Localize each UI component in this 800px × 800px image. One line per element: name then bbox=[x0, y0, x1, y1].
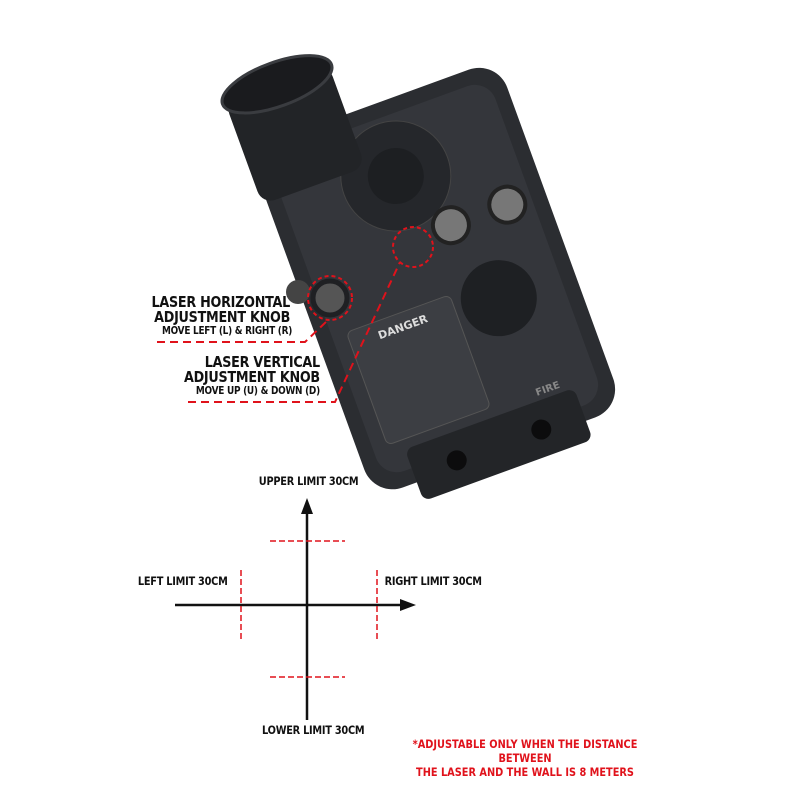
adjust-screw-1 bbox=[430, 205, 471, 246]
danger-label bbox=[347, 295, 490, 444]
vertical-callout-line bbox=[188, 261, 401, 403]
right-arrow-icon bbox=[400, 599, 416, 611]
horizontal-knob bbox=[286, 280, 310, 304]
upper-limit-label: UPPER LIMIT 30CM bbox=[258, 474, 359, 488]
lower-limit-label: LOWER LIMIT 30CM bbox=[262, 723, 365, 737]
distance-note: *ADJUSTABLE ONLY WHEN THE DISTANCE BETWE… bbox=[412, 737, 638, 779]
right-limit-label: RIGHT LIMIT 30CM bbox=[384, 574, 482, 588]
horizontal-callout-line bbox=[157, 319, 329, 343]
vertical-knob-subtitle: MOVE UP (U) & DOWN (D) bbox=[195, 385, 320, 397]
battery-cap bbox=[220, 54, 362, 201]
fire-button bbox=[460, 260, 537, 337]
left-limit-label: LEFT LIMIT 30CM bbox=[137, 574, 228, 588]
adjust-screw-2 bbox=[487, 184, 528, 225]
up-arrow-icon bbox=[301, 498, 313, 514]
vertical-knob bbox=[310, 278, 350, 318]
horizontal-knob-subtitle: MOVE LEFT (L) & RIGHT (R) bbox=[161, 325, 292, 337]
